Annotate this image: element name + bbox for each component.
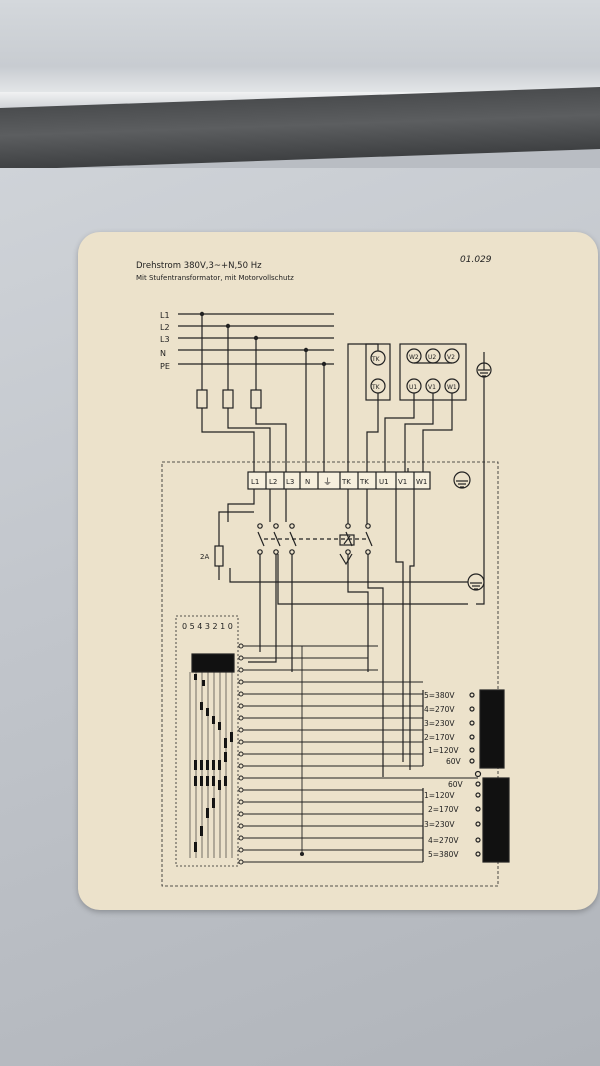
tap-upper-3: 3=230V	[424, 719, 455, 728]
terminal-l2: L2	[269, 478, 277, 486]
terminal-n: N	[305, 478, 310, 486]
common-tap-node	[474, 770, 482, 778]
label-l3: L3	[160, 335, 170, 344]
tap-lower-60v: 60V	[448, 780, 464, 789]
terminal-strip: L1 L2 L3 N ⏚ TK TK U1 V1 W1	[247, 471, 431, 490]
tap-lower-4: 4=270V	[428, 836, 459, 845]
label-l1: L1	[160, 311, 170, 320]
motor-v1: V1	[428, 384, 436, 391]
upper-taps: 5=380V 4=270V 3=230V 2=170V 1=120V 60V	[424, 689, 505, 769]
lower-taps: 60V 1=120V 2=170V 3=230V 4=270V 5=380V	[424, 777, 510, 863]
tap-upper-60v: 60V	[446, 757, 462, 766]
terminal-tk1: TK	[341, 478, 351, 486]
motor-w1: W1	[447, 384, 457, 391]
motor-v2: V2	[447, 354, 455, 361]
unit-earth-icon	[229, 452, 485, 605]
selector-contact-rows	[238, 643, 478, 865]
wiring-diagram: Drehstrom 380V,3~+N,50 Hz Mit Stufentran…	[136, 255, 510, 887]
tap-lower-2: 2=170V	[428, 805, 459, 814]
transformer-leads	[248, 468, 415, 777]
unit-outline	[161, 461, 499, 887]
plate-title-line2: Mit Stufentransformator, mit Motorvollsc…	[136, 274, 294, 282]
terminal-w1: W1	[416, 478, 427, 486]
terminal-tk2: TK	[359, 478, 369, 486]
terminal-earth: ⏚	[323, 477, 332, 488]
supply-lines	[178, 311, 334, 472]
tap-upper-2: 2=170V	[424, 733, 455, 742]
label-l2: L2	[160, 323, 170, 332]
tap-lower-5: 5=380V	[428, 850, 459, 859]
cabinet-top-panel	[0, 0, 600, 95]
motor-thermal-box: TK TK	[365, 343, 391, 401]
supply-fuses	[196, 389, 287, 472]
motor-terminal-box: W2 U2 V2 U1 V1 W1	[399, 343, 467, 401]
tap-lower-3: 3=230V	[424, 820, 455, 829]
terminal-u1: U1	[379, 478, 389, 486]
label-pe: PE	[160, 362, 170, 371]
terminal-v1: V1	[398, 478, 407, 486]
tk-lower: TK	[371, 384, 381, 391]
tap-upper-4: 4=270V	[424, 705, 455, 714]
terminal-l1: L1	[251, 478, 259, 486]
tap-lower-1: 1=120V	[424, 791, 455, 800]
plate-number: 01.029	[460, 255, 492, 265]
motor-u1: U1	[409, 384, 417, 391]
motor-earth-icon	[476, 352, 492, 452]
tap-upper-1: 1=120V	[428, 746, 459, 755]
fuse-2a-label: 2A	[200, 553, 209, 561]
chassis-earth-icon	[453, 471, 471, 489]
plate-title-line1: Drehstrom 380V,3~+N,50 Hz	[136, 261, 262, 271]
tap-upper-5: 5=380V	[424, 691, 455, 700]
label-n: N	[160, 349, 166, 358]
selector-switch: 0 5 4 3 2 1 0	[175, 615, 239, 867]
contactor	[227, 489, 373, 566]
tk-upper: TK	[371, 356, 381, 363]
motor-w2: W2	[409, 354, 419, 361]
wiring-diagram-plate: Drehstrom 380V,3~+N,50 Hz Mit Stufentran…	[78, 232, 598, 910]
control-fuse: 2A	[200, 511, 254, 580]
motor-feed-lines	[347, 343, 453, 472]
terminal-l3: L3	[286, 478, 294, 486]
motor-u2: U2	[428, 354, 436, 361]
selector-positions: 0 5 4 3 2 1 0	[182, 622, 233, 631]
